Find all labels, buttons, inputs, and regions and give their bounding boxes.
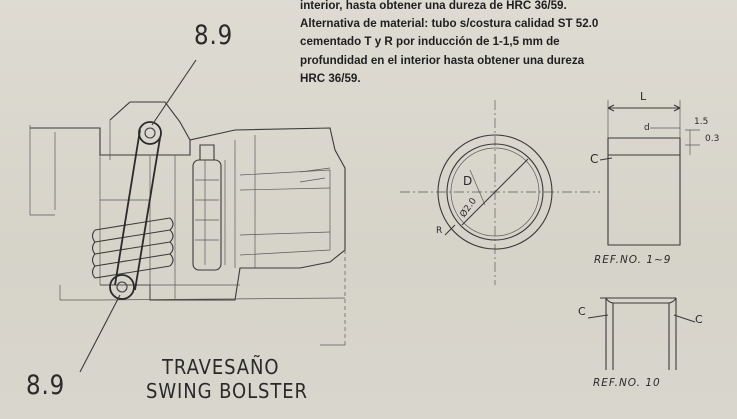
title-spanish: TRAVESAÑO: [162, 355, 280, 379]
ref-label-1-9: REF.NO. 1~9: [594, 254, 672, 266]
ref-label-10: REF.NO. 10: [593, 377, 661, 389]
ref10-section: [587, 297, 696, 370]
swing-bolster-assembly: [29, 59, 346, 373]
title-english: SWING BOLSTER: [146, 379, 308, 403]
spec-line-1: interior, hasta obtener una dureza de HR…: [300, 0, 567, 12]
spec-line-3: cementado T y R por inducción de 1-1,5 m…: [300, 35, 560, 49]
bushing-side-section: [599, 100, 700, 246]
dim-diameter: D: [463, 174, 473, 188]
callout-top: 8.9: [194, 20, 234, 51]
spec-line-2: Alternativa de material: tubo s/costura …: [300, 17, 599, 31]
dim-small-d: d: [644, 123, 650, 133]
spec-line-4: profundidad en el interior hasta obtener…: [300, 53, 585, 67]
chamfer-label-3: C: [695, 313, 703, 326]
chamfer-label-2: C: [578, 305, 586, 318]
dim-radius: R: [436, 226, 443, 236]
dim-length: L: [640, 90, 647, 103]
callout-bottom: 8.9: [26, 370, 66, 401]
spec-line-5: HRC 36/59.: [300, 71, 361, 85]
material-spec-text: interior, hasta obtener una dureza de HR…: [300, 0, 700, 88]
dim-1-5: 1.5: [694, 117, 709, 127]
dim-0-3: 0.3: [705, 134, 720, 144]
chamfer-label-1: C: [590, 152, 599, 166]
bushing-front-view: [400, 100, 600, 285]
